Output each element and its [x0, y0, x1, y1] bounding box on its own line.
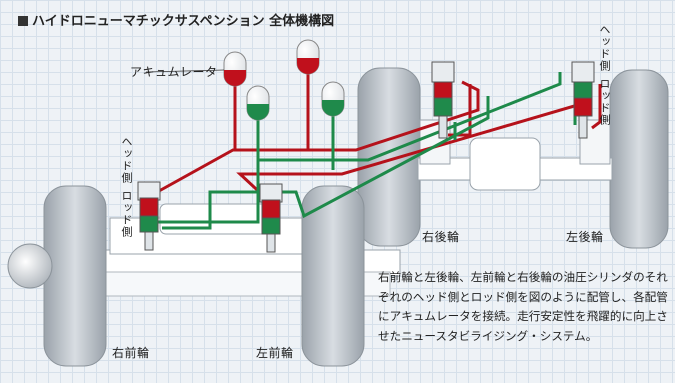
diagram-title: ハイドロニューマチックサスペンション 全体機構図 [18, 10, 334, 29]
right-rear-tire [357, 67, 421, 247]
rear-axle-assembly [357, 67, 669, 249]
cylinder-rear-left [571, 61, 595, 139]
accumulator-red-2 [296, 39, 320, 75]
left-front-tire [301, 185, 365, 367]
right-front-wheel-label: 右前輪 [112, 346, 150, 360]
accumulators [145, 39, 345, 121]
rod-side-label-front: ロッド側 [120, 190, 133, 238]
left-rear-tire [609, 69, 669, 249]
right-front-tire [43, 185, 107, 367]
left-rear-wheel-label: 左後輪 [566, 230, 604, 244]
accumulator-green-1 [246, 85, 270, 121]
description-text: 右前輪と左後輪、左前輪と右後輪の油圧シリンダのそれぞれのヘッド側とロッド側を図の… [378, 270, 668, 343]
right-rear-wheel-label: 右後輪 [422, 230, 460, 244]
cylinder-front-right [137, 181, 161, 251]
front-hub [7, 243, 53, 289]
accumulator-red-1 [223, 51, 247, 87]
cylinder-rear-right [431, 61, 455, 139]
left-front-wheel-label: 左前輪 [256, 346, 294, 360]
accumulator-green-2 [321, 81, 345, 117]
rod-side-label-rear: ロッド側 [598, 78, 611, 126]
rod-side-piping [150, 72, 577, 230]
front-axle-assembly [7, 185, 401, 367]
rear-differential [469, 137, 541, 191]
cylinder-front-left [259, 183, 283, 253]
accumulator-label: アキュムレータ [130, 65, 218, 79]
head-side-label-rear: ヘッド側 [598, 24, 611, 72]
head-side-label-front: ヘッド側 [120, 136, 133, 184]
